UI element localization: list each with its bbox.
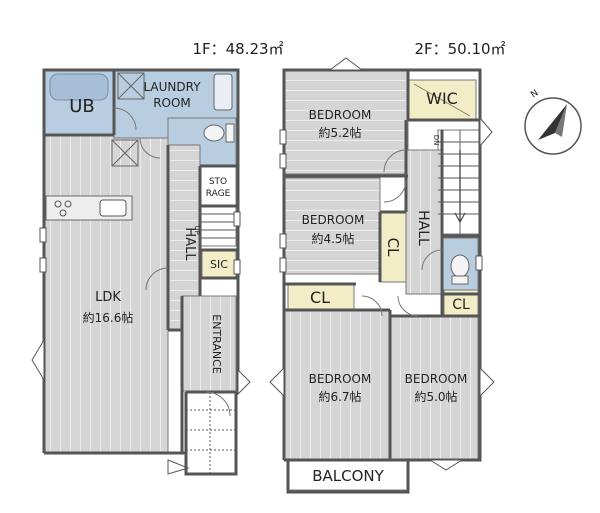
stove-icon <box>54 200 62 208</box>
fridge-icon <box>111 139 139 167</box>
cl-left-floor <box>287 283 355 311</box>
bedroom2-label-line2: 約4.5帖 <box>311 231 354 246</box>
floor2-windows <box>269 57 495 471</box>
porch-grid <box>186 392 236 474</box>
door-ldk <box>145 267 169 291</box>
storage-label-line1: STO <box>209 177 227 187</box>
ldk-label-line1: LDK <box>95 290 121 305</box>
washer-icon <box>117 72 145 100</box>
up-label: UP <box>193 225 201 234</box>
cl-vertical-label: CL <box>384 238 402 257</box>
porch-floor <box>185 391 237 475</box>
balcony-floor <box>287 459 409 491</box>
stair1-treads <box>200 213 236 239</box>
bathtub-icon <box>49 73 109 101</box>
kitchen-sink-icon <box>99 199 127 217</box>
bedroom2-floor <box>283 177 381 275</box>
door-toilet2 <box>421 249 443 271</box>
door-bedroom2 <box>383 179 407 203</box>
door-bedroom3 <box>361 295 383 317</box>
bedroom4-label-line2: 約5.0帖 <box>414 389 457 404</box>
bedroom1-floor <box>283 69 409 175</box>
stair2-floor <box>437 129 481 235</box>
stair2-arrow <box>454 150 466 224</box>
hall1-label: HALL <box>182 227 197 261</box>
entrance-label: ENTRANCE <box>210 314 223 374</box>
compass-label: N <box>529 88 540 100</box>
wic-label: WIC <box>426 89 458 108</box>
bedroom3-label-line1: BEDROOM <box>309 372 372 386</box>
bedroom3-label-line2: 約6.7帖 <box>318 389 361 404</box>
floor1-title: 1F：48.23㎡ <box>192 40 283 58</box>
floor2-title: 2F：50.10㎡ <box>414 40 505 58</box>
bedroom1-label-line2: 約5.2帖 <box>318 125 361 140</box>
hall2-label: HALL <box>415 210 431 246</box>
bedroom4-floor <box>389 315 479 461</box>
laundry-label-line2: ROOM <box>153 96 191 110</box>
entrance-floor <box>181 295 237 392</box>
floor2-walls <box>282 68 482 494</box>
door-laundry <box>139 137 161 159</box>
door-bedroom1 <box>383 149 407 173</box>
hall2-floor <box>405 149 443 295</box>
laundry-label-line1: LAUNDRY <box>143 80 201 94</box>
north-arrow-icon: N <box>524 88 582 155</box>
bedroom4-label-line1: BEDROOM <box>405 372 468 386</box>
door-bedroom4 <box>397 295 419 317</box>
ub-label: UB <box>69 96 95 117</box>
storage-label-line2: RAGE <box>206 189 231 199</box>
door-entrance <box>205 391 231 417</box>
wic-shelf <box>413 83 471 117</box>
sink-icon <box>213 73 233 111</box>
floor1-plan: UB LAUNDRY ROOM STO RAGE HALL UP SIC LDK… <box>31 68 251 476</box>
cl-right-label: CL <box>452 297 470 313</box>
door-ub <box>113 107 137 131</box>
floor2-plan: WIC BEDROOM 約5.2帖 DN BEDROOM 約4.5帖 CL HA… <box>269 57 495 494</box>
ldk-floor <box>43 134 169 454</box>
balcony-label: BALCONY <box>312 467 384 485</box>
bedroom1-label-line1: BEDROOM <box>309 108 372 122</box>
bedroom2-label-line1: BEDROOM <box>302 213 365 227</box>
toilet2-icon <box>450 254 470 278</box>
stair1-floor <box>199 205 237 247</box>
sic-label: SIC <box>210 258 228 271</box>
dn-label: DN <box>432 135 440 146</box>
ldk-label-line2: 約16.6帖 <box>83 310 134 325</box>
cl-left-label: CL <box>310 288 330 307</box>
toilet1-icon <box>203 124 225 142</box>
floor1-windows <box>31 211 251 475</box>
